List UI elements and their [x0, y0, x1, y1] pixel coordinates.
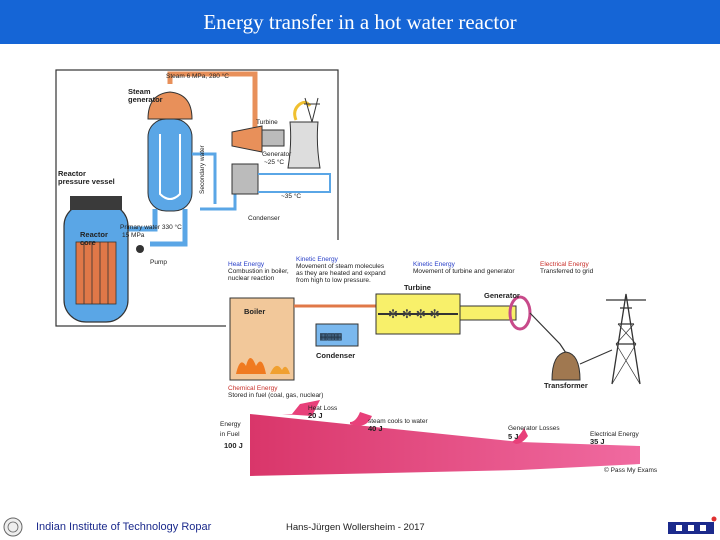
svg-text:Stored in fuel (coal, gas, nuc: Stored in fuel (coal, gas, nuclear)	[228, 392, 323, 399]
svg-text:Generator: Generator	[484, 291, 520, 300]
svg-text:~35 °C: ~35 °C	[281, 192, 301, 200]
energy-flow-diagram: Heat Energy Combustion in boiler, nuclea…	[226, 240, 656, 440]
title-bar	[0, 0, 720, 44]
reactor-schematic: Steam 6 MPa, 280 °C Steam generator Turb…	[55, 69, 339, 327]
footer-institute: Indian Institute of Technology Ropar	[36, 521, 212, 533]
svg-text:Transferred to grid: Transferred to grid	[540, 268, 594, 275]
transformer-shape	[551, 351, 581, 381]
svg-text:Chemical Energy: Chemical Energy	[228, 385, 278, 392]
svg-text:5 J: 5 J	[508, 432, 518, 441]
svg-text:Turbine: Turbine	[256, 119, 278, 126]
cooling-tower	[287, 121, 321, 169]
svg-text:Primary water 330 °C: Primary water 330 °C	[120, 223, 182, 231]
generator-box	[459, 305, 517, 321]
svg-text:generator: generator	[128, 95, 163, 104]
svg-text:15 MPa: 15 MPa	[122, 232, 145, 239]
svg-text:Steam: Steam	[128, 87, 151, 96]
svg-text:from high to low pressure.: from high to low pressure.	[296, 277, 371, 284]
svg-text:nuclear reaction: nuclear reaction	[228, 275, 275, 282]
svg-text:Combustion in boiler,: Combustion in boiler,	[228, 268, 289, 275]
energy-band	[250, 414, 640, 476]
flame-icon	[236, 358, 266, 374]
svg-text:20 J: 20 J	[308, 411, 323, 420]
svg-text:Condenser: Condenser	[248, 215, 281, 222]
svg-text:Transformer: Transformer	[544, 381, 588, 390]
svg-text:as they are heated and expand: as they are heated and expand	[296, 270, 386, 277]
heat-loss-arrow	[282, 400, 320, 416]
svg-text:Electrical Energy: Electrical Energy	[540, 261, 590, 268]
svg-text:40 J: 40 J	[368, 424, 383, 433]
svg-text:35 J: 35 J	[590, 437, 605, 446]
svg-text:Steam 6 MPa, 280 °C: Steam 6 MPa, 280 °C	[166, 72, 229, 80]
svg-text:Generator Losses: Generator Losses	[508, 425, 560, 432]
svg-text:100 J: 100 J	[224, 441, 243, 450]
condenser-box	[315, 323, 359, 347]
svg-text:~25 °C: ~25 °C	[264, 158, 284, 166]
svg-text:Electrical Energy: Electrical Energy	[590, 431, 640, 438]
svg-text:Energy: Energy	[220, 421, 241, 428]
sankey-diagram: Heat Loss 20 J steam cools to water 40 J…	[220, 400, 658, 476]
svg-text:in Fuel: in Fuel	[220, 431, 240, 438]
svg-text:▦▦▦: ▦▦▦	[320, 329, 342, 343]
svg-text:Movement of turbine and genera: Movement of turbine and generator	[413, 268, 515, 275]
vessel-head	[70, 196, 122, 210]
svg-text:Heat Loss: Heat Loss	[308, 405, 338, 412]
svg-text:Condenser: Condenser	[316, 351, 355, 360]
generator-shape	[261, 129, 285, 147]
svg-text:Reactor: Reactor	[80, 230, 108, 239]
steam-pipe	[167, 71, 258, 139]
svg-text:Kinetic Energy: Kinetic Energy	[413, 261, 456, 268]
svg-text:steam cools to water: steam cools to water	[368, 418, 428, 425]
flow-frame	[226, 240, 656, 440]
energy-diagram: Steam 6 MPa, 280 °C Steam generator Turb…	[55, 69, 658, 476]
svg-text:Movement of steam molecules: Movement of steam molecules	[296, 263, 385, 270]
svg-text:Boiler: Boiler	[244, 307, 265, 316]
svg-text:© Pass My Exams: © Pass My Exams	[604, 466, 658, 474]
svg-text:Kinetic Energy: Kinetic Energy	[296, 256, 339, 263]
svg-text:Turbine: Turbine	[404, 283, 431, 292]
reactor-core	[75, 241, 117, 305]
svg-text:✻ ✻ ✻ ✻: ✻ ✻ ✻ ✻	[388, 307, 440, 321]
steam-dome	[147, 91, 193, 120]
svg-text:Pump: Pump	[150, 259, 167, 266]
gsi-logo	[668, 516, 717, 534]
svg-text:Heat Energy: Heat Energy	[228, 261, 265, 268]
svg-text:Reactor: Reactor	[58, 169, 86, 178]
iit-ropar-logo	[3, 517, 23, 537]
turbine-shape	[231, 125, 263, 153]
pylon-icon	[606, 293, 646, 385]
svg-text:Secondary water: Secondary water	[199, 144, 206, 194]
pump-icon	[136, 245, 144, 253]
svg-text:core: core	[80, 238, 96, 247]
condenser-shape	[231, 163, 259, 195]
svg-text:Generator: Generator	[262, 151, 292, 158]
steam-generator	[147, 118, 193, 212]
svg-text:pressure vessel: pressure vessel	[58, 177, 115, 186]
pylon-icon	[304, 97, 320, 123]
page-title: Energy transfer in a hot water reactor	[203, 10, 517, 34]
footer-author: Hans-Jürgen Wollersheim - 2017	[286, 522, 425, 533]
